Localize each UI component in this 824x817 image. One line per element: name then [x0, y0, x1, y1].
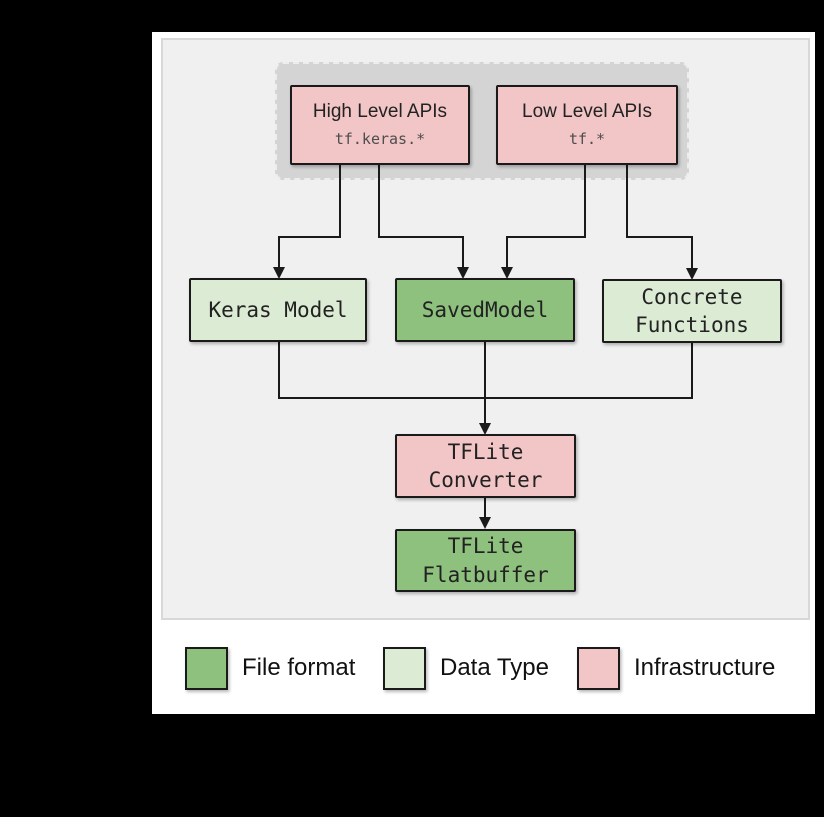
low-level-apis-title: Low Level APIs [522, 100, 652, 122]
node-tflite-converter: TFLite Converter [395, 434, 576, 498]
edge-high-to-keras [278, 165, 341, 268]
node-high-level-apis: High Level APIs tf.keras.* [290, 85, 470, 165]
legend-item-file-format: File format [185, 646, 355, 690]
edge-low-to-concrete [626, 165, 693, 269]
legend-item-infrastructure: Infrastructure [577, 646, 775, 690]
low-level-apis-code: tf.* [568, 130, 606, 149]
legend-swatch-infrastructure [577, 646, 620, 690]
concrete-functions-label: Concrete Functions [635, 284, 749, 337]
legend-label-file-format: File format [242, 654, 356, 681]
tflite-flatbuffer-label: TFLite Flatbuffer [422, 534, 549, 587]
legend-label-infrastructure: Infrastructure [634, 654, 776, 681]
legend-swatch-data-type [383, 646, 426, 690]
keras-model-label: Keras Model [208, 297, 348, 322]
savedmodel-label: SavedModel [421, 297, 549, 322]
node-savedmodel: SavedModel [395, 278, 575, 342]
legend-label-data-type: Data Type [440, 654, 549, 681]
figure-card: High Level APIs tf.keras.* Low Level API… [152, 32, 815, 714]
legend-item-data-type: Data Type [383, 646, 549, 690]
edge-low-to-savedmodel [506, 165, 586, 268]
node-keras-model: Keras Model [189, 278, 367, 342]
node-low-level-apis: Low Level APIs tf.* [496, 85, 678, 165]
edge-high-to-savedmodel [378, 165, 464, 268]
tflite-converter-label: TFLite Converter [428, 439, 543, 492]
edge-merge-bus [278, 342, 693, 399]
arrowhead-flatbuffer [479, 517, 491, 529]
node-concrete-functions: Concrete Functions [602, 279, 782, 343]
node-tflite-flatbuffer: TFLite Flatbuffer [395, 529, 576, 592]
high-level-apis-code: tf.keras.* [334, 130, 426, 149]
high-level-apis-title: High Level APIs [312, 100, 448, 122]
diagram-panel: High Level APIs tf.keras.* Low Level API… [161, 38, 810, 620]
legend-swatch-file-format [185, 646, 228, 690]
